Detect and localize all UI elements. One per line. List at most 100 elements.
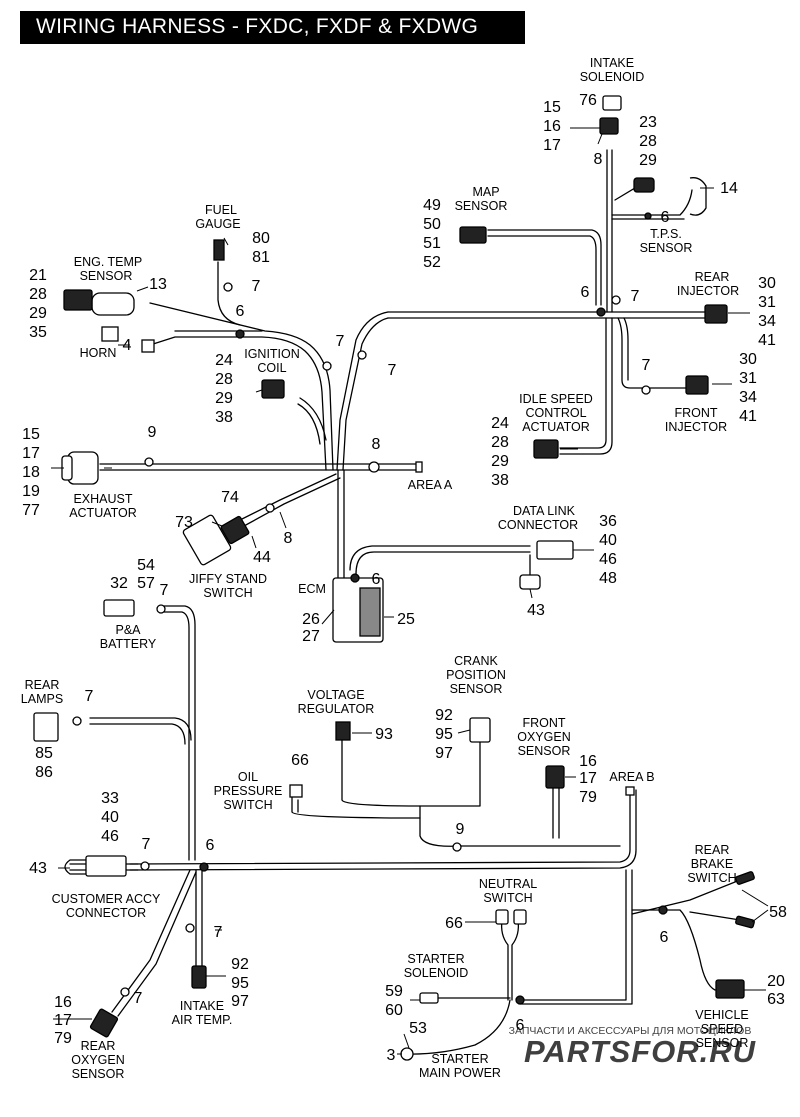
callout: 66 <box>445 915 463 932</box>
callout: 7 <box>336 333 345 350</box>
clip <box>658 905 668 915</box>
callout: 8 <box>594 151 603 168</box>
callout: 58 <box>769 904 787 921</box>
label-area-a: AREA A <box>408 478 453 492</box>
customer-accy-loop <box>64 859 86 875</box>
crank-sensor-connector <box>469 717 491 743</box>
clip <box>72 716 82 726</box>
callout: 74 <box>221 489 239 506</box>
callout: 3 <box>387 1047 396 1064</box>
callout: 15 <box>22 426 40 443</box>
jiffy-stand-switch-body <box>182 514 232 566</box>
callout: 28 <box>491 434 509 451</box>
callout: 24 <box>215 352 233 369</box>
callout: 23 <box>639 114 657 131</box>
callout: 41 <box>739 408 757 425</box>
clip <box>452 842 462 852</box>
callout: 6 <box>372 571 381 588</box>
callout: 95 <box>231 975 249 992</box>
callout: 6 <box>581 284 590 301</box>
callout: 30 <box>739 351 757 368</box>
callout: 43 <box>29 860 47 877</box>
callout: 32 <box>110 575 128 592</box>
page-title: WIRING HARNESS - FXDC, FXDF & FXDWG <box>36 15 479 38</box>
callout: 53 <box>409 1020 427 1037</box>
callout: 38 <box>215 409 233 426</box>
callout: 17 <box>543 137 561 154</box>
callout: 16 <box>543 118 561 135</box>
watermark: ЗАПЧАСТИ И АКСЕССУАРЫ ДЛЯ МОТОЦИКЛОВ PAR… <box>509 1025 757 1069</box>
callout: 60 <box>385 1002 403 1019</box>
callout: 80 <box>252 230 270 247</box>
components <box>33 95 755 1061</box>
callout: 28 <box>215 371 233 388</box>
callout: 44 <box>253 549 271 566</box>
callout: 54 <box>137 557 155 574</box>
rear-brake-switch-b <box>735 915 755 929</box>
callout: 31 <box>739 370 757 387</box>
clip <box>140 861 150 871</box>
callout: 48 <box>599 570 617 587</box>
callout: 92 <box>435 707 453 724</box>
callout: 51 <box>423 235 441 252</box>
front-o2-connector <box>545 765 565 789</box>
tps-wire-loop <box>689 177 707 216</box>
jiffy-stand-connector <box>220 515 250 545</box>
callout: 6 <box>206 837 215 854</box>
fuel-gauge-connector <box>213 239 225 261</box>
callout: 92 <box>231 956 249 973</box>
voltage-regulator-connector <box>335 721 351 741</box>
callout: 21 <box>29 267 47 284</box>
ignition-coil-connector <box>261 379 285 399</box>
callout: 7 <box>388 362 397 379</box>
callout: 26 <box>302 611 320 628</box>
harness-wires <box>69 149 741 1055</box>
callout: 85 <box>35 745 53 762</box>
callout: 38 <box>491 472 509 489</box>
area-a-end <box>415 461 423 473</box>
callout: 49 <box>423 197 441 214</box>
callout: 7 <box>160 582 169 599</box>
callout: 28 <box>29 286 47 303</box>
callout: 7 <box>85 688 94 705</box>
callout: 93 <box>375 726 393 743</box>
callout: 7 <box>631 288 640 305</box>
intake-solenoid-connector <box>602 95 622 111</box>
starter-solenoid-connector <box>419 992 439 1004</box>
clip <box>368 461 380 473</box>
callout: 24 <box>491 415 509 432</box>
callout: 31 <box>758 294 776 311</box>
clip <box>641 385 651 395</box>
oil-pressure-connector <box>289 784 303 798</box>
clip <box>350 573 360 583</box>
callout: 95 <box>435 726 453 743</box>
horn-connector <box>101 326 119 342</box>
clip <box>265 503 275 513</box>
callout: 25 <box>397 611 415 628</box>
clip <box>156 604 166 614</box>
callout: 86 <box>35 764 53 781</box>
leader-lines <box>51 127 769 1055</box>
callout: 34 <box>739 389 757 406</box>
callout: 40 <box>101 809 119 826</box>
callout: 77 <box>22 502 40 519</box>
callout: 52 <box>423 254 441 271</box>
eng-temp-connector <box>63 289 93 311</box>
callout: 8 <box>372 436 381 453</box>
watermark-logo: PARTSFOR.RU <box>524 1034 757 1069</box>
callout: 29 <box>215 390 233 407</box>
